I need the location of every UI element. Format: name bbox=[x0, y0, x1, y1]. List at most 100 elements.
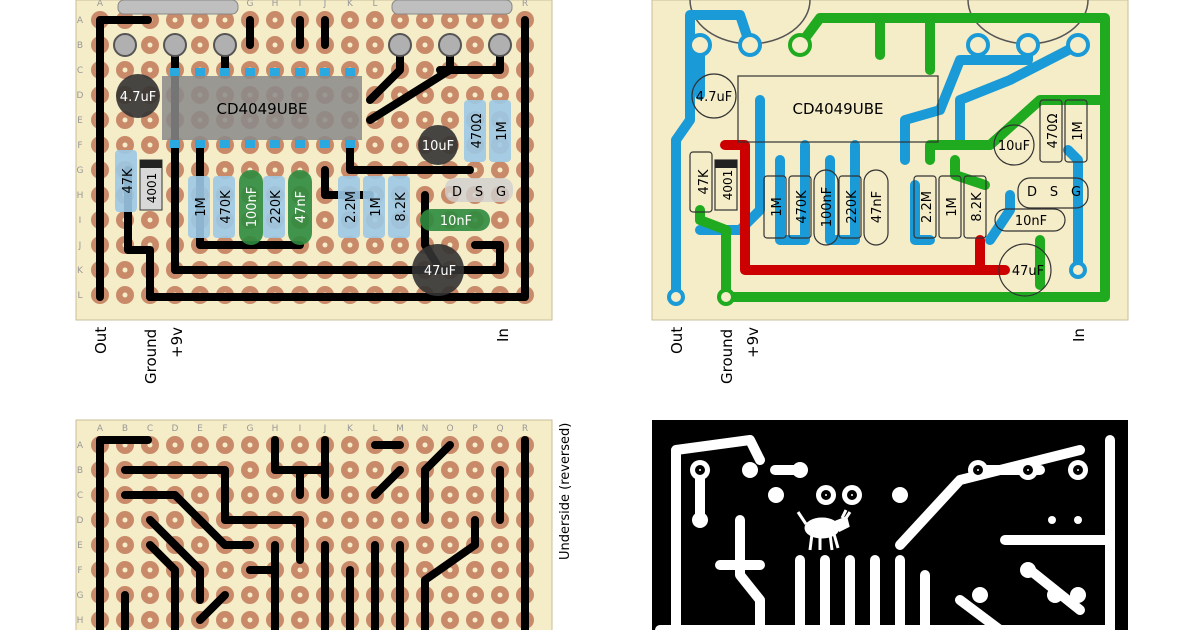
pcb-9v-label: +9v bbox=[744, 327, 762, 358]
trace-ground-bus bbox=[721, 13, 1110, 302]
pcb-diode-band bbox=[715, 160, 737, 168]
row-label: H bbox=[77, 191, 84, 201]
green-traces bbox=[695, 13, 1110, 302]
pad-hole bbox=[447, 17, 453, 23]
pad-hole bbox=[347, 467, 353, 473]
connector-in-label: In bbox=[494, 328, 512, 342]
pad-hole bbox=[222, 617, 228, 623]
row-label: E bbox=[77, 116, 83, 126]
goat-logo bbox=[796, 509, 852, 551]
row-label: A bbox=[77, 16, 84, 26]
pad-hole bbox=[372, 242, 378, 248]
pcb-etch-panel bbox=[652, 420, 1128, 634]
pad-hole bbox=[472, 17, 478, 23]
pcb-r8-label: 470Ω bbox=[1046, 114, 1061, 149]
pad-hole bbox=[222, 167, 228, 173]
pad-hole bbox=[122, 67, 128, 73]
column-label: D bbox=[172, 424, 179, 434]
pad-hole bbox=[447, 592, 453, 598]
trace-d bbox=[825, 140, 860, 245]
pad-hole bbox=[497, 167, 503, 173]
pad-hole bbox=[422, 67, 428, 73]
pad-hole bbox=[372, 17, 378, 23]
pad-hole bbox=[297, 617, 303, 623]
pad-hole bbox=[447, 467, 453, 473]
cap-47u-label: 47uF bbox=[424, 264, 456, 279]
row-label: G bbox=[77, 591, 84, 601]
pad-hole bbox=[322, 217, 328, 223]
column-label: F bbox=[222, 424, 227, 434]
pcb-r3-label: 470K bbox=[795, 190, 810, 224]
pad-hole bbox=[447, 242, 453, 248]
pad-hole bbox=[122, 517, 128, 523]
pcb-ground-label: Ground bbox=[718, 328, 736, 384]
column-label: M bbox=[396, 424, 404, 434]
pad-hole bbox=[272, 17, 278, 23]
column-label: L bbox=[372, 0, 377, 9]
pad-hole bbox=[122, 267, 128, 273]
row-label: C bbox=[77, 491, 83, 501]
jfet-pin-d: D bbox=[452, 185, 462, 200]
wire-out bbox=[96, 16, 152, 301]
pad-hole bbox=[222, 17, 228, 23]
resistor-47k-label: 47K bbox=[121, 168, 136, 194]
ic-label: CD4049UBE bbox=[217, 100, 308, 118]
column-label: R bbox=[522, 424, 528, 434]
pcb-jfet-s: S bbox=[1050, 185, 1058, 200]
pad-hole bbox=[372, 67, 378, 73]
resistor-1m-b-label: 1M bbox=[369, 197, 384, 217]
pot-lugs bbox=[113, 33, 512, 57]
resistor-2m2-label: 2.2M bbox=[344, 191, 359, 223]
pad-hole bbox=[497, 567, 503, 573]
pad-hole bbox=[472, 467, 478, 473]
pad-hole bbox=[197, 17, 203, 23]
row-label: I bbox=[79, 216, 82, 226]
trace-in bbox=[1063, 145, 1083, 275]
ic-body bbox=[162, 76, 362, 140]
pad-hole bbox=[347, 492, 353, 498]
wire-j bbox=[471, 241, 504, 274]
pcb-r7-label: 8.2K bbox=[970, 192, 985, 222]
cap-4u7-body bbox=[116, 74, 160, 118]
jfet-pin-s: S bbox=[475, 185, 483, 200]
pad-hole bbox=[422, 42, 428, 48]
pad-hole bbox=[197, 492, 203, 498]
pad-hole bbox=[247, 617, 253, 623]
pad-hole bbox=[447, 492, 453, 498]
column-label: B bbox=[122, 424, 128, 434]
pad-hole bbox=[422, 117, 428, 123]
pad-hole bbox=[347, 517, 353, 523]
resistor-220k-label: 220K bbox=[269, 190, 284, 224]
pad-hole bbox=[322, 242, 328, 248]
pad-hole bbox=[247, 592, 253, 598]
row-label: F bbox=[77, 566, 82, 576]
blue-traces bbox=[671, 10, 1083, 302]
pad-hole bbox=[272, 167, 278, 173]
column-label: G bbox=[247, 424, 254, 434]
pad-hole bbox=[372, 467, 378, 473]
pad-hole bbox=[397, 117, 403, 123]
row-label: C bbox=[77, 66, 83, 76]
pad-hole bbox=[472, 567, 478, 573]
row-label: E bbox=[77, 541, 83, 551]
trace-g bbox=[955, 40, 1083, 145]
pot-lug bbox=[488, 33, 512, 57]
pcb-top-panel: CD4049UBE 4.7 bbox=[651, 0, 1129, 321]
pad-hole bbox=[147, 67, 153, 73]
pot-lug bbox=[163, 33, 187, 57]
pad-hole bbox=[347, 42, 353, 48]
pad-hole bbox=[247, 467, 253, 473]
pad-hole bbox=[447, 617, 453, 623]
pad-hole bbox=[197, 442, 203, 448]
column-label: A bbox=[97, 424, 104, 434]
pad-hole bbox=[147, 142, 153, 148]
resistor-1m-c-label: 1M bbox=[495, 121, 510, 141]
row-label: H bbox=[77, 616, 84, 626]
connector-9v-label: +9v bbox=[168, 327, 186, 358]
pad-hole bbox=[147, 217, 153, 223]
pad-hole bbox=[147, 567, 153, 573]
